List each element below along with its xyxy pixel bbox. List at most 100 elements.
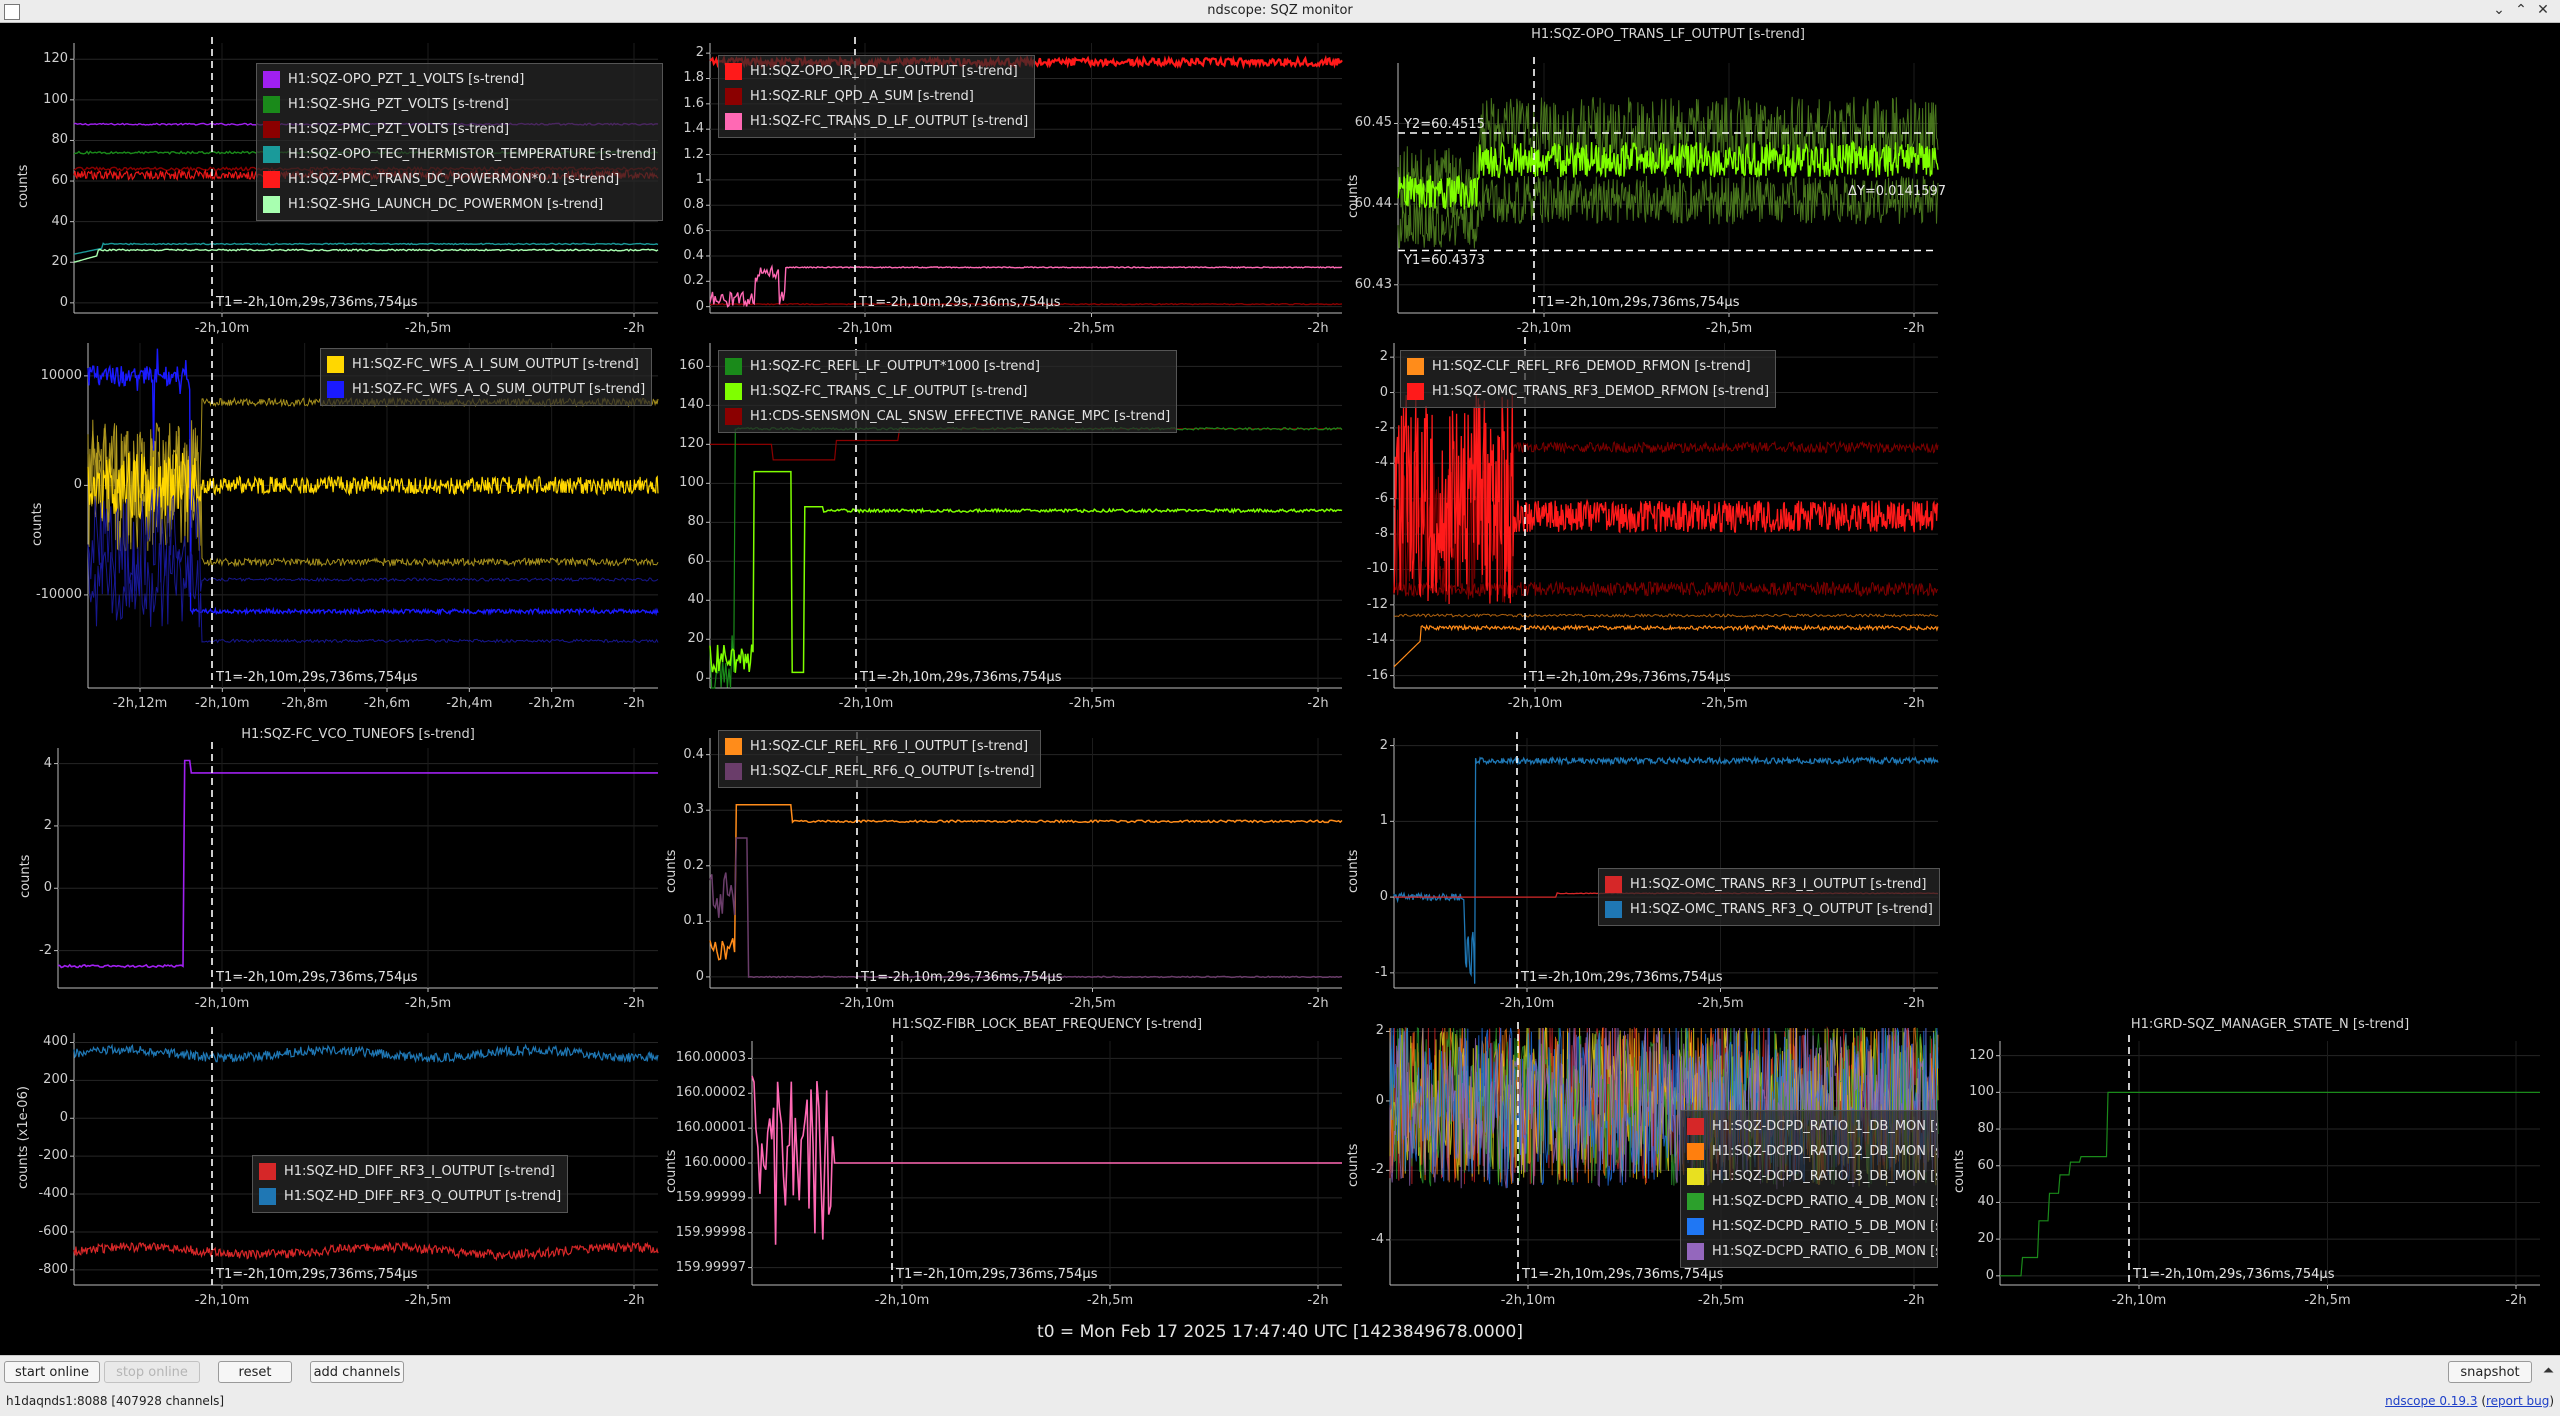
plot-canvas[interactable] [662,1018,1342,1318]
y-tick-label: -10 [1366,561,1388,577]
minimize-icon[interactable]: ⌄ [2493,2,2505,18]
legend-entry[interactable]: H1:SQZ-CLF_REFL_RF6_DEMOD_RFMON [s-trend… [1407,354,1769,379]
plot-legend[interactable]: H1:SQZ-HD_DIFF_RF3_I_OUTPUT [s-trend]H1:… [252,1155,569,1213]
legend-entry[interactable]: H1:SQZ-FC_WFS_A_I_SUM_OUTPUT [s-trend] [327,352,645,377]
add-channels-button[interactable]: add channels [310,1361,404,1383]
x-tick-label: -2h [1307,996,1329,1011]
legend-entry[interactable]: H1:SQZ-OMC_TRANS_RF3_DEMOD_RFMON [s-tren… [1407,379,1769,404]
series-trace [73,1241,659,1262]
plot-legend[interactable]: H1:SQZ-FC_WFS_A_I_SUM_OUTPUT [s-trend]H1… [320,348,653,406]
y-tick-label: 20 [687,631,704,647]
close-icon[interactable]: ✕ [2537,2,2549,18]
legend-entry[interactable]: H1:SQZ-DCPD_RATIO_6_DB_MON [s-trend] [1687,1239,1937,1264]
plot-canvas[interactable] [1344,28,1949,333]
plot-canvas[interactable] [0,728,660,1018]
plot-legend[interactable]: H1:SQZ-OMC_TRANS_RF3_I_OUTPUT [s-trend]H… [1598,868,1940,926]
legend-entry[interactable]: H1:SQZ-HD_DIFF_RF3_I_OUTPUT [s-trend] [259,1159,561,1184]
legend-entry[interactable]: H1:SQZ-OMC_TRANS_RF3_Q_OUTPUT [s-trend] [1605,897,1933,922]
x-tick-label: -2h [1903,696,1925,711]
start-online-button[interactable]: start online [4,1361,100,1383]
plot-legend[interactable]: H1:SQZ-OPO_IR_PD_LF_OUTPUT [s-trend]H1:S… [718,55,1036,138]
plot-legend[interactable]: H1:SQZ-OPO_PZT_1_VOLTS [s-trend]H1:SQZ-S… [256,63,664,221]
y-tick-label: -10000 [35,586,82,602]
x-tick-label: -2h,10m [1507,696,1563,711]
y-tick-label: 100 [679,475,704,491]
legend-entry[interactable]: H1:SQZ-DCPD_RATIO_5_DB_MON [s-trend] [1687,1214,1937,1239]
window-titlebar: ndscope: SQZ monitor ⌄ ⌃ ✕ [0,0,2560,23]
plot-panel-p11[interactable]: H1:SQZ-FIBR_LOCK_BEAT_FREQUENCY [s-trend… [662,1017,1342,1318]
legend-entry[interactable]: H1:SQZ-SHG_LAUNCH_DC_POWERMON [s-trend] [263,192,656,217]
series-trace [709,470,1343,674]
legend-label: H1:SQZ-DCPD_RATIO_5_DB_MON [s-trend] [1712,1219,1937,1234]
legend-entry[interactable]: H1:CDS-SENSMON_CAL_SNSW_EFFECTIVE_RANGE_… [725,404,1170,429]
legend-entry[interactable]: H1:SQZ-HD_DIFF_RF3_Q_OUTPUT [s-trend] [259,1184,561,1209]
scroll-up-icon[interactable]: ⏶ [2542,1363,2554,1379]
x-tick-label: -2h,6m [363,696,411,711]
stop-online-button[interactable]: stop online [104,1361,200,1383]
reset-button[interactable]: reset [218,1361,292,1383]
legend-label: H1:SQZ-FC_TRANS_D_LF_OUTPUT [s-trend] [750,114,1029,129]
plot-legend[interactable]: H1:SQZ-CLF_REFL_RF6_I_OUTPUT [s-trend]H1… [718,730,1042,788]
x-tick-label: -2h [1307,696,1329,711]
version-link[interactable]: ndscope 0.19.3 [2385,1394,2478,1408]
legend-entry[interactable]: H1:SQZ-DCPD_RATIO_1_DB_MON [s-trend] [1687,1114,1937,1139]
legend-entry[interactable]: H1:SQZ-PMC_TRANS_DC_POWERMON*0.1 [s-tren… [263,167,656,192]
legend-label: H1:SQZ-DCPD_RATIO_4_DB_MON [s-trend] [1712,1194,1937,1209]
legend-entry[interactable]: H1:SQZ-DCPD_RATIO_2_DB_MON [s-trend] [1687,1139,1937,1164]
legend-entry[interactable]: H1:SQZ-RLF_QPD_A_SUM [s-trend] [725,84,1028,109]
report-bug-link[interactable]: report bug [2486,1394,2550,1408]
legend-entry[interactable]: H1:SQZ-DCPD_RATIO_4_DB_MON [s-trend] [1687,1189,1937,1214]
y1-cursor-label: Y1=60.4373 [1404,252,1485,268]
snapshot-button[interactable]: snapshot [2448,1361,2532,1383]
legend-entry[interactable]: H1:SQZ-DCPD_RATIO_3_DB_MON [s-trend] [1687,1164,1937,1189]
x-tick-label: -2h,5m [2304,1293,2351,1308]
t1-cursor-label: T1=-2h,10m,29s,736ms,754µs [861,970,1063,985]
plot-legend[interactable]: H1:SQZ-CLF_REFL_RF6_DEMOD_RFMON [s-trend… [1400,350,1777,408]
legend-entry[interactable]: H1:SQZ-OPO_TEC_THERMISTOR_TEMPERATURE [s… [263,142,656,167]
plot-canvas[interactable] [0,1018,660,1318]
legend-color-swatch [725,408,742,425]
plot-legend[interactable]: H1:SQZ-DCPD_RATIO_1_DB_MON [s-trend]H1:S… [1680,1110,1938,1268]
plot-canvas[interactable] [1950,1018,2558,1318]
series-trace [1393,623,1939,668]
legend-entry[interactable]: H1:SQZ-OMC_TRANS_RF3_I_OUTPUT [s-trend] [1605,872,1933,897]
x-tick-label: -2h,12m [112,696,168,711]
y-tick-label: 40 [687,592,704,608]
series-trace [709,803,1343,961]
y-tick-label: -6 [1375,490,1388,506]
legend-entry[interactable]: H1:SQZ-FC_REFL_LF_OUTPUT*1000 [s-trend] [725,354,1170,379]
legend-entry[interactable]: H1:SQZ-FC_TRANS_C_LF_OUTPUT [s-trend] [725,379,1170,404]
legend-entry[interactable]: H1:SQZ-SHG_PZT_VOLTS [s-trend] [263,92,656,117]
plot-legend[interactable]: H1:SQZ-FC_REFL_LF_OUTPUT*1000 [s-trend]H… [718,350,1178,433]
y-tick-label: 2 [1375,1023,1384,1039]
legend-label: H1:SQZ-CLF_REFL_RF6_DEMOD_RFMON [s-trend… [1432,359,1751,374]
legend-entry[interactable]: H1:SQZ-CLF_REFL_RF6_I_OUTPUT [s-trend] [725,734,1034,759]
y-axis-label: counts [1346,849,1361,893]
legend-entry[interactable]: H1:SQZ-PMC_PZT_VOLTS [s-trend] [263,117,656,142]
legend-entry[interactable]: H1:SQZ-CLF_REFL_RF6_Q_OUTPUT [s-trend] [725,759,1034,784]
legend-entry[interactable]: H1:SQZ-OPO_PZT_1_VOLTS [s-trend] [263,67,656,92]
x-tick-label: -2h [1307,321,1329,336]
y-tick-label: 0 [1379,384,1388,400]
legend-color-swatch [327,356,344,373]
plot-panel-p3[interactable]: H1:SQZ-OPO_TRANS_LF_OUTPUT [s-trend]60.4… [1344,27,1949,336]
y-tick-label: 0 [1375,1092,1384,1108]
legend-entry[interactable]: H1:SQZ-FC_WFS_A_Q_SUM_OUTPUT [s-trend] [327,377,645,402]
legend-entry[interactable]: H1:SQZ-FC_TRANS_D_LF_OUTPUT [s-trend] [725,109,1028,134]
y-tick-label: 60.43 [1354,276,1392,292]
legend-entry[interactable]: H1:SQZ-OPO_IR_PD_LF_OUTPUT [s-trend] [725,59,1028,84]
y-axis-label: counts [1346,174,1361,218]
maximize-icon[interactable]: ⌃ [2515,2,2527,18]
